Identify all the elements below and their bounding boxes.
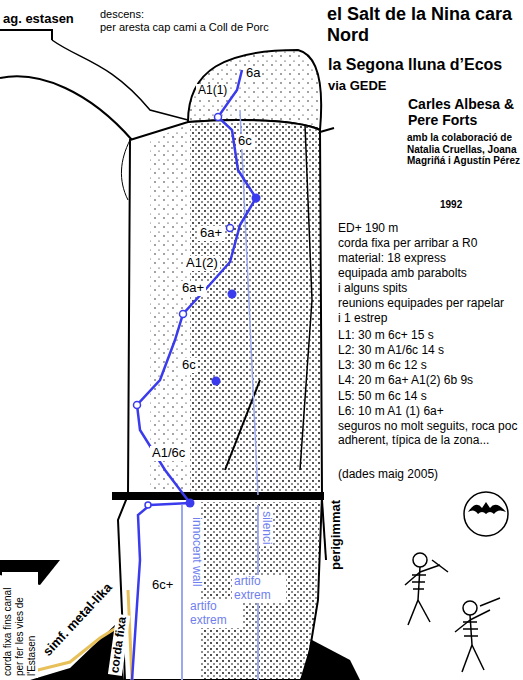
route-name: via GEDE xyxy=(328,79,387,94)
author-names: Carles Albesa & Pere Forts xyxy=(408,96,520,128)
descent-note: descens: xyxy=(100,8,144,21)
illustration-part xyxy=(405,572,420,585)
pitch-line: L1: 30 m 6c+ 15 s xyxy=(338,329,434,343)
illustration-part xyxy=(408,600,418,625)
route-line xyxy=(240,110,258,495)
ground xyxy=(300,640,360,680)
grade-label: A1(1) xyxy=(196,84,229,98)
ridge-line xyxy=(322,500,326,560)
info-line: material: 18 express xyxy=(338,252,446,266)
bolt-ring xyxy=(227,225,234,232)
pitch-line: L4: 20 m 6a+ A1(2) 6b 9s xyxy=(338,374,520,388)
descent-note: per aresta cap cami a Coll de Porc xyxy=(100,21,269,34)
grade-label: A1(2) xyxy=(184,256,220,271)
pitch-line: L5: 50 m 6c 14 s xyxy=(338,390,427,404)
pitch-line: L6: 10 m A1 (1) 6a+ xyxy=(338,405,444,419)
belay-dot xyxy=(212,377,221,386)
illustration-part xyxy=(463,621,477,623)
route-name: simf. metal-lika xyxy=(39,579,117,661)
pillar-face xyxy=(150,124,190,495)
belay-dot xyxy=(186,499,195,508)
skeleton xyxy=(405,553,448,625)
ridge-line xyxy=(320,128,334,132)
title: el Salt de la Nina cara Nord xyxy=(327,4,517,45)
route-grade-note: artifo extrem xyxy=(232,575,286,603)
info-line: i alguns spits xyxy=(338,282,407,296)
year-label: 1992 xyxy=(440,199,462,211)
illustration-part xyxy=(432,560,448,572)
pillar-face xyxy=(200,502,320,680)
skeleton xyxy=(455,598,500,672)
grade-label: 6c+ xyxy=(150,578,175,593)
illustration-part xyxy=(470,610,490,620)
grade-label: A1/6c xyxy=(150,446,187,461)
pillar-outline xyxy=(118,120,322,680)
route-line xyxy=(181,505,183,680)
illustration-part xyxy=(480,598,500,606)
route-grade-note: artifo extrem xyxy=(188,600,242,628)
grade-label: 6a+ xyxy=(180,281,206,296)
route-name: innocent wall xyxy=(189,515,203,588)
route-line xyxy=(137,70,256,503)
grade-label: 6a xyxy=(244,66,262,81)
summit-name: ag. estasen xyxy=(3,12,74,27)
info-line: reunions equipades per rapelar xyxy=(338,297,520,311)
ridge-line xyxy=(52,40,188,120)
illustration-part xyxy=(413,588,424,590)
pitch-line: L2: 30 m A1/6c 14 s xyxy=(338,344,444,358)
bolt-ring xyxy=(134,402,141,409)
grade-label: 6c xyxy=(180,358,198,373)
grade-label: 6c xyxy=(236,134,254,149)
illustration-part xyxy=(463,601,477,615)
route-name: la Segona lluna d’Ecos xyxy=(328,56,502,74)
route-name: perigimmat xyxy=(329,498,344,572)
moon xyxy=(464,492,508,536)
grade-label: 6a+ xyxy=(198,226,224,241)
bolt-ring xyxy=(215,114,222,121)
pitch-line: L3: 30 m 6c 12 s xyxy=(338,359,427,373)
illustration-part xyxy=(420,565,440,572)
belay-dot xyxy=(252,194,261,203)
belay-dot xyxy=(228,290,237,299)
illustration-part xyxy=(463,628,478,630)
illustration-part xyxy=(464,635,478,637)
collaborators-note: amb la colaboració de Natalia Cruellas, … xyxy=(407,132,520,167)
date-note: (dades maig 2005) xyxy=(338,468,438,482)
illustration-part xyxy=(462,645,472,672)
illustration-part xyxy=(418,600,430,622)
illustration-part xyxy=(413,553,427,567)
illustration-part xyxy=(412,574,426,576)
bat xyxy=(468,502,506,514)
ridge-line xyxy=(0,30,52,40)
fixed-rope-label: corda fixa xyxy=(108,614,130,676)
info-line: equipada amb parabolts xyxy=(338,267,467,281)
info-line: i 1 estrep xyxy=(338,312,387,326)
fixed-rope xyxy=(128,590,132,680)
info-note: seguros no molt seguits, roca poc adhere… xyxy=(338,420,518,448)
illustration-part xyxy=(455,620,470,632)
summit-block xyxy=(188,50,321,130)
ledge xyxy=(112,492,324,500)
bolt-ring xyxy=(145,502,151,508)
route-line xyxy=(132,503,190,680)
info-line: ED+ 190 m xyxy=(338,222,398,236)
fixed-rope-note: corda fixa fins canal per fer les vies d… xyxy=(2,572,38,678)
illustration-part xyxy=(412,581,425,583)
crack-line xyxy=(300,125,312,470)
route-name: silenci xyxy=(259,509,273,546)
bolt-ring xyxy=(180,311,187,318)
info-line: corda fixa per arribar a R0 xyxy=(338,237,477,251)
illustration-part xyxy=(472,645,484,670)
ridge-line xyxy=(0,76,132,140)
